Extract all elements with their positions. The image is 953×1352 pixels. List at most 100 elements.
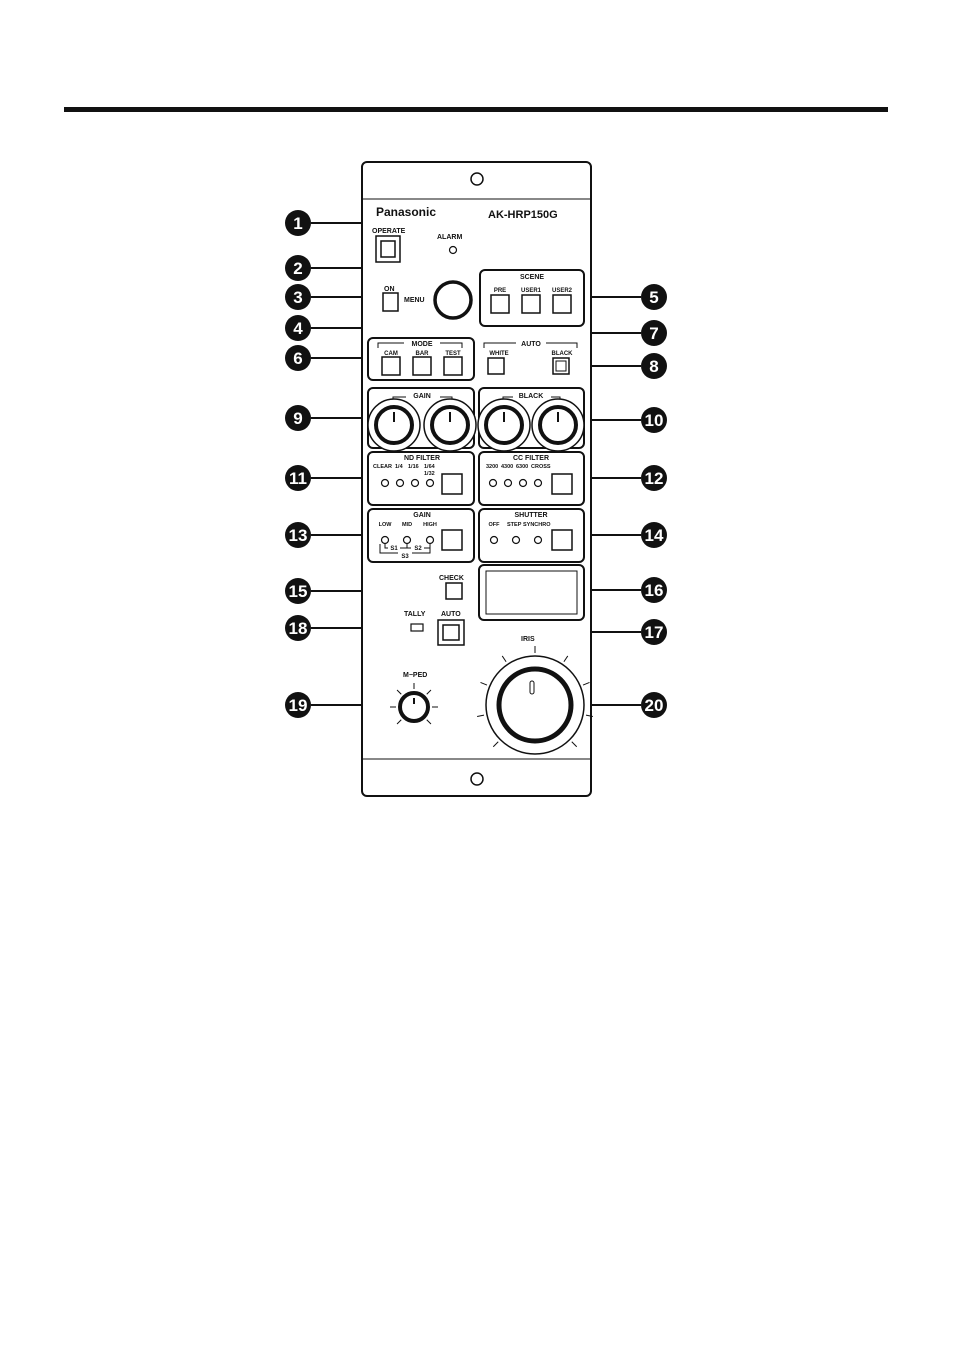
menu-label: MENU (404, 297, 425, 304)
callout-8: 8 (641, 353, 667, 379)
scale-tick (426, 719, 432, 725)
gain-select-button[interactable] (441, 529, 463, 551)
brand-logo: Panasonic (376, 205, 436, 219)
callout-19: 19 (285, 692, 311, 718)
svg-text:1: 1 (293, 214, 302, 233)
gain-low-label: LOW (379, 522, 393, 528)
mode-bar-button[interactable] (412, 356, 432, 376)
gain-knob-right[interactable] (422, 397, 478, 453)
auto-white-button[interactable] (487, 357, 505, 375)
display-window (478, 564, 585, 621)
callout-10: 10 (641, 407, 667, 433)
scale-tick (585, 714, 593, 718)
svg-text:5: 5 (649, 288, 658, 307)
cc-filter-label: CC FILTER (513, 455, 549, 462)
shutter-label: SHUTTER (514, 512, 547, 519)
tally-lamp (410, 623, 424, 632)
scene-pre-label: PRE (494, 288, 506, 294)
cc-3200-label: 3200 (486, 464, 498, 470)
gain-high-lamp (425, 535, 435, 545)
cc-cross-lamp (533, 478, 543, 488)
shutter-step-lamp (511, 535, 521, 545)
shutter-step-label: STEP (507, 522, 522, 528)
callout-5: 5 (641, 284, 667, 310)
scene-pre-button[interactable] (490, 294, 510, 314)
operate-switch[interactable] (375, 235, 401, 263)
gain-select-label: GAIN (413, 512, 431, 519)
iris-auto-button[interactable] (437, 619, 465, 646)
tally-label: TALLY (404, 611, 426, 618)
callout-3: 3 (285, 284, 311, 310)
nd-1-4-label: 1/4 (395, 464, 404, 470)
shutter-button[interactable] (551, 529, 573, 551)
shutter-synchro-lamp (533, 535, 543, 545)
callout-12: 12 (641, 465, 667, 491)
svg-text:15: 15 (289, 582, 308, 601)
scene-label: SCENE (520, 274, 544, 281)
scale-tick (492, 741, 499, 748)
nd-1-64-label: 1/64 (424, 464, 436, 470)
callout-13: 13 (285, 522, 311, 548)
cc-4300-label: 4300 (501, 464, 513, 470)
iris-dial[interactable] (485, 655, 585, 755)
iris-scale-ticks (477, 646, 593, 748)
nd-clear-lamp (380, 478, 390, 488)
mped-knob[interactable] (398, 691, 430, 723)
scale-tick (480, 681, 488, 686)
nd-1-64-lamp (425, 478, 435, 488)
auto-black-button[interactable] (552, 357, 570, 375)
svg-text:9: 9 (293, 409, 302, 428)
nd-clear-label: CLEAR (373, 464, 392, 470)
mode-cam-button[interactable] (381, 356, 401, 376)
gain-knob-left[interactable] (366, 397, 422, 453)
auto-bracket (483, 339, 578, 348)
header-rule (64, 107, 888, 112)
gain-low-lamp (380, 535, 390, 545)
svg-text:8: 8 (649, 357, 658, 376)
scene-user1-button[interactable] (521, 294, 541, 314)
black-knob-right[interactable] (530, 397, 586, 453)
operate-label: OPERATE (372, 228, 406, 235)
cc-3200-lamp (488, 478, 498, 488)
callout-18: 18 (285, 615, 311, 641)
black-knob-left[interactable] (476, 397, 532, 453)
callout-16: 16 (641, 577, 667, 603)
model-name: AK-HRP150G (488, 209, 558, 221)
callout-17: 17 (641, 619, 667, 645)
callout-11: 11 (285, 465, 311, 491)
gain-high-label: HIGH (423, 522, 437, 528)
top-screw-hole (470, 172, 484, 186)
svg-text:14: 14 (645, 526, 664, 545)
scene-user1-label: USER1 (521, 288, 542, 294)
gain-mid-label: MID (402, 522, 412, 528)
auto-group-label: AUTO (521, 341, 541, 348)
cc-6300-lamp (518, 478, 528, 488)
svg-text:19: 19 (289, 696, 308, 715)
menu-on-button[interactable] (382, 292, 399, 312)
callout-7: 7 (641, 320, 667, 346)
callout-15: 15 (285, 578, 311, 604)
iris-auto-label: AUTO (441, 611, 461, 618)
auto-black-label: BLACK (552, 351, 574, 357)
nd-filter-button[interactable] (441, 473, 463, 495)
check-button[interactable] (445, 582, 463, 600)
cc-filter-button[interactable] (551, 473, 573, 495)
scene-user2-button[interactable] (552, 294, 572, 314)
svg-text:2: 2 (293, 259, 302, 278)
check-label: CHECK (439, 575, 464, 582)
shutter-off-label: OFF (489, 522, 501, 528)
scale-tick (396, 719, 402, 725)
callout-2: 2 (285, 255, 311, 281)
svg-text:10: 10 (645, 411, 664, 430)
mode-test-button[interactable] (443, 356, 463, 376)
menu-dial[interactable] (433, 280, 473, 320)
bottom-screw-hole (470, 772, 484, 786)
alarm-lamp (448, 245, 458, 255)
mped-scale-ticks (390, 683, 438, 725)
gain-s2-label: S2 (414, 546, 422, 552)
gain-knob-label: GAIN (413, 393, 431, 400)
cc-6300-label: 6300 (516, 464, 528, 470)
black-knob-label: BLACK (519, 393, 544, 400)
nd-filter-label: ND FILTER (404, 455, 440, 462)
